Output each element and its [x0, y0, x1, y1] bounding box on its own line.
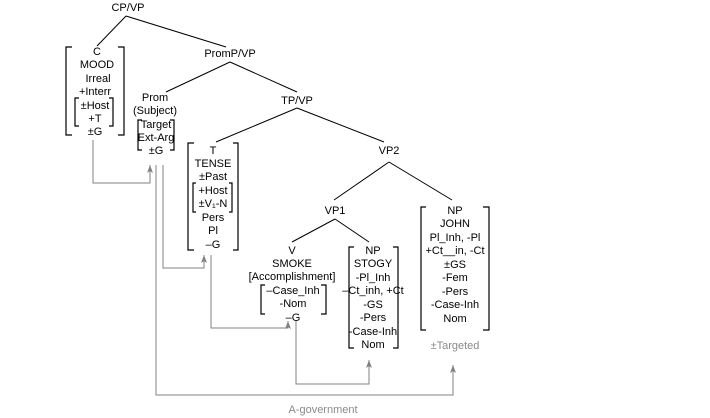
np-john-line: NP	[447, 205, 463, 217]
t-line: T	[209, 145, 217, 157]
np-stogy-line: STOGY	[353, 258, 393, 270]
np-stogy-line: Nom	[361, 339, 385, 351]
t-inner-right-bracket	[229, 182, 233, 213]
np-john-line: -Fem	[442, 272, 468, 284]
v-inner-right-bracket	[321, 284, 327, 315]
np-stogy-line: NP	[365, 245, 381, 257]
c-line: ±Host	[80, 100, 110, 112]
branch-tp-t	[215, 107, 298, 143]
np-john-line: JOHN	[440, 218, 470, 230]
a-government-label: A-government	[288, 404, 358, 416]
branch-cp-promp	[125, 15, 227, 48]
branch-vp1-v	[291, 218, 336, 243]
v-header: SMOKE	[272, 258, 312, 270]
arrow-t-to-v	[210, 255, 291, 329]
t-inner-left-bracket	[192, 182, 196, 213]
branch-vp2-np-john	[388, 161, 453, 201]
t-line: TENSE	[194, 158, 232, 170]
node-tp: TP/VP	[281, 95, 313, 107]
arrow-prom-to-t	[162, 165, 207, 269]
c-inner-left-bracket	[74, 97, 79, 127]
branch-cp-c	[96, 15, 127, 47]
t-line: +Host	[198, 185, 228, 197]
t-box-left-bracket	[187, 142, 194, 251]
prom-line: Ext-Arg	[137, 132, 175, 144]
np-stogy-line: -GS	[363, 299, 383, 311]
v-header: V	[288, 245, 296, 257]
t-line: ±Past	[198, 171, 228, 183]
np-stogy-left-bracket	[348, 246, 354, 349]
np-john-line: Pl_Inh, -Pl	[429, 232, 481, 244]
t-line: Pers	[201, 212, 225, 224]
np-john-line: -Case-Inh	[430, 299, 480, 311]
v-inner-left-bracket	[260, 284, 265, 315]
node-promp: PromP/VP	[204, 48, 256, 60]
branch-promp-prom	[165, 61, 231, 93]
np-stogy-line: -Pers	[359, 312, 387, 324]
v-line: –Case_Inh	[266, 285, 320, 297]
c-line: +T	[88, 113, 102, 125]
branch-tp-vp2	[296, 107, 385, 143]
np-john-right-bracket	[483, 206, 490, 331]
branch-vp1-np-stogy	[334, 218, 370, 243]
branch-promp-tp	[229, 61, 298, 93]
np-john-line: ±GS	[444, 259, 466, 271]
np-john-left-bracket	[420, 206, 426, 331]
t-box-right-bracket	[233, 142, 239, 251]
arrow-v-to-np-stogy	[295, 321, 372, 385]
np-john-line: -Pers	[441, 286, 469, 298]
prom-header: (Subject)	[132, 105, 178, 117]
node-vp1: VP1	[324, 205, 346, 217]
np-stogy-line: -Pl_Inh	[355, 272, 391, 284]
c-line: MOOD	[79, 59, 115, 71]
c-box-left-bracket	[65, 46, 72, 136]
t-line: ±V₁-N	[198, 198, 228, 210]
node-cp: CP/VP	[111, 2, 145, 14]
c-box-right-bracket	[118, 46, 125, 136]
c-line: +Interr	[78, 86, 112, 98]
prom-line: Target	[140, 119, 172, 131]
v-header: [Accomplishment]	[248, 271, 336, 283]
targeted-label: ±Targeted	[430, 340, 480, 352]
v-line: -Nom	[279, 298, 307, 310]
np-stogy-line: –Ct_inh, +Ct	[342, 285, 404, 297]
c-line: ±G	[87, 126, 103, 138]
prom-left-bracket	[137, 119, 142, 151]
prom-line: ±G	[148, 145, 164, 157]
np-john-line: +Ct__in, -Ct	[425, 245, 485, 257]
v-line: –G	[285, 312, 301, 324]
t-line: Pl	[208, 225, 218, 237]
np-stogy-right-bracket	[393, 246, 399, 349]
arrow-c-to-prom	[92, 140, 153, 184]
node-vp2: VP2	[378, 145, 400, 157]
c-line: Irreal	[85, 73, 111, 85]
t-line: –G	[205, 239, 221, 251]
c-inner-right-bracket	[109, 97, 114, 127]
branch-vp2-vp1	[333, 161, 390, 201]
prom-header: Prom	[141, 92, 169, 104]
np-john-line: Nom	[443, 313, 467, 325]
arrow-a-government	[155, 165, 456, 396]
np-stogy-line: -Case-Inh	[348, 326, 398, 338]
prom-right-bracket	[170, 119, 175, 151]
c-line: C	[93, 46, 101, 58]
